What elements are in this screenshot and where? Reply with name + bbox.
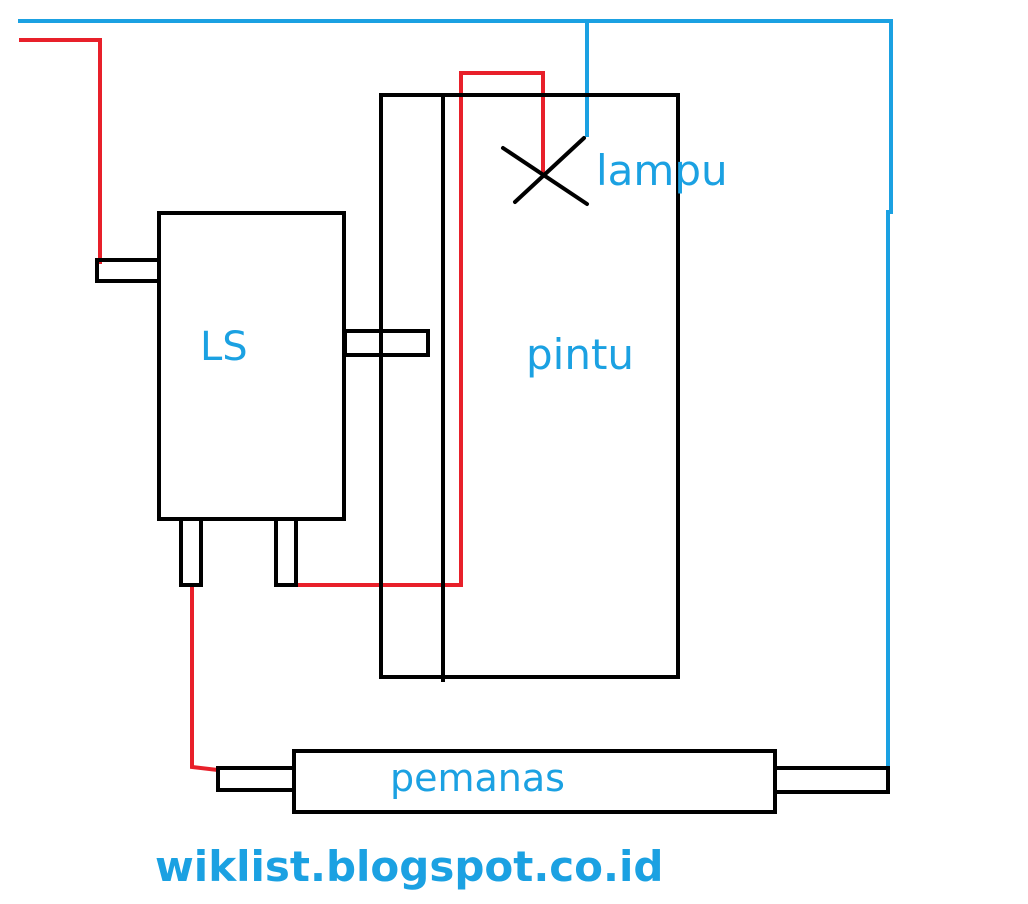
phase-wire-heater <box>190 583 221 773</box>
limit-switch-input-terminal <box>95 258 161 283</box>
door-label: pintu <box>526 330 634 379</box>
heater-terminal-right <box>773 766 890 794</box>
door-frame <box>379 93 680 679</box>
lamp-icon <box>501 136 589 206</box>
lamp-label: lampu <box>596 146 728 195</box>
phase-wires <box>19 38 545 773</box>
limit-switch-body <box>157 211 346 521</box>
switch-label: LS <box>200 324 248 370</box>
door <box>379 93 680 682</box>
heater-terminal-left <box>216 766 296 792</box>
limit-switch-terminal-left <box>179 517 203 587</box>
neutral-wire-main <box>18 19 893 775</box>
footer-url: wiklist.blogspot.co.id <box>155 842 663 891</box>
heater-label: pemanas <box>390 756 565 800</box>
limit-switch <box>95 211 430 587</box>
phase-wire-lamp <box>286 71 545 587</box>
heater <box>216 749 890 814</box>
limit-switch-terminal-right <box>274 517 298 587</box>
phase-wire-input <box>19 38 102 264</box>
limit-switch-actuator <box>343 329 430 357</box>
neutral-wires <box>18 19 893 775</box>
